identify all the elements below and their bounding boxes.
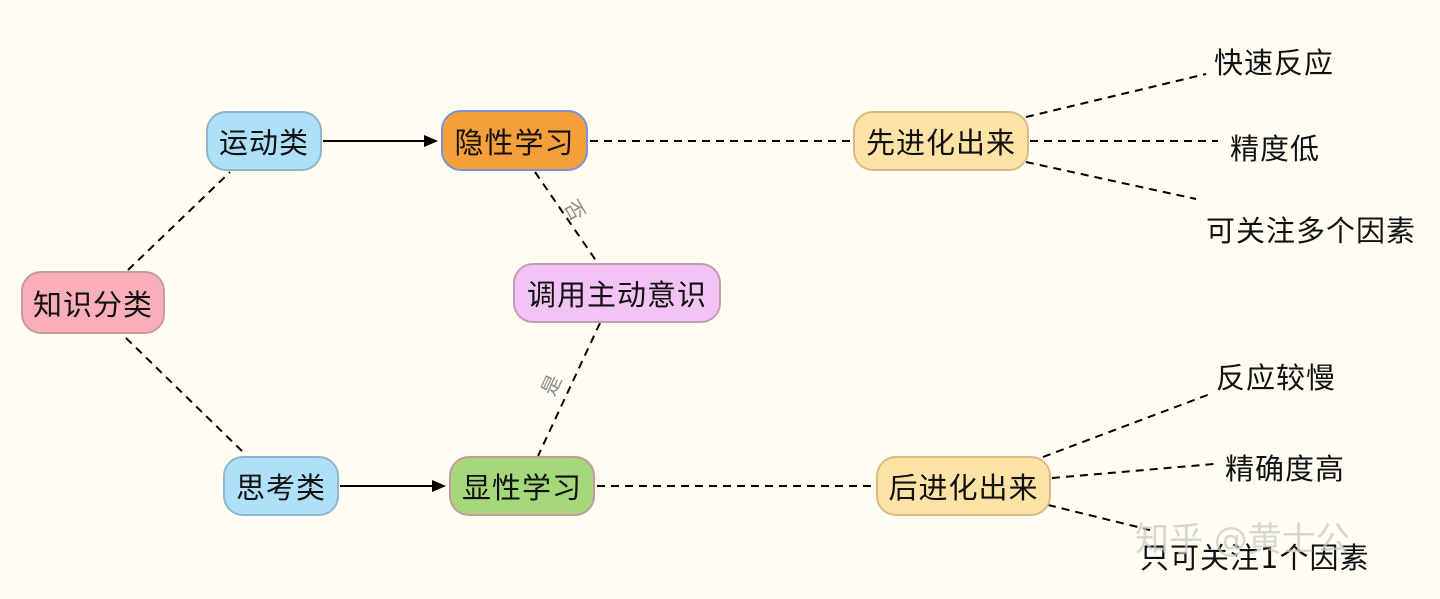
leaf-jingdu-di: 精度低 bbox=[1230, 132, 1321, 166]
leaf-ke-guanzhu-duo: 可关注多个因素 bbox=[1206, 214, 1417, 248]
node-sikao-lei: 思考类 bbox=[223, 456, 339, 516]
edge-hou-to-jingque bbox=[1051, 463, 1215, 479]
edge-root-to-yundong bbox=[127, 171, 231, 271]
leaf-fanying-jiaoman: 反应较慢 bbox=[1216, 361, 1337, 395]
node-hou-jinhua: 后进化出来 bbox=[876, 456, 1051, 516]
node-xianxing-xuexi: 显性学习 bbox=[449, 456, 595, 516]
node-diaoyong: 调用主动意识 bbox=[513, 263, 721, 323]
edge-root-to-sikao bbox=[125, 337, 247, 456]
edge-xian-to-duo bbox=[1025, 161, 1197, 200]
leaf-kuaisu-fanying: 快速反应 bbox=[1214, 46, 1335, 80]
node-xian-jinhua: 先进化出来 bbox=[853, 111, 1029, 171]
node-zhishi-fenlei: 知识分类 bbox=[21, 271, 165, 334]
edge-xian-to-kuaisu bbox=[1025, 73, 1207, 118]
leaf-jingquedu-gao: 精确度高 bbox=[1225, 452, 1346, 486]
edge-hou-to-yige bbox=[1047, 504, 1151, 531]
node-yinxing-xuexi: 隐性学习 bbox=[441, 110, 588, 171]
watermark: 知乎 @黄士公 bbox=[1135, 520, 1350, 560]
leaf-zhi-ke-guanzhu-1: 只可关注1个因素 bbox=[1140, 541, 1370, 575]
edge-hou-to-fanying bbox=[1042, 393, 1211, 458]
edge-diaoyong-to-xianxing bbox=[537, 322, 601, 457]
node-yundong-lei: 运动类 bbox=[206, 111, 322, 171]
edge-yinxing-to-diaoyong bbox=[534, 171, 598, 263]
